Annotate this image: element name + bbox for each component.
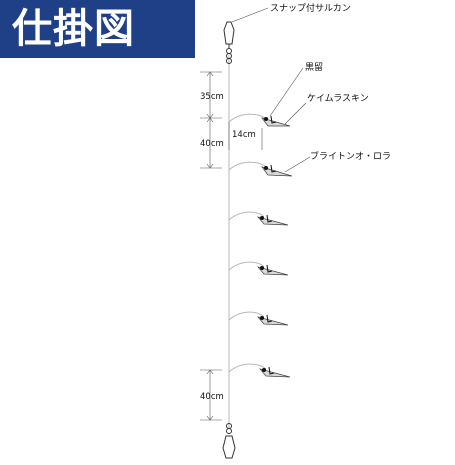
swivel-label: スナップ付サルカン <box>270 3 351 14</box>
top-spacing-label: 35cm <box>200 92 224 102</box>
lure-label: ブライトンオ・ロラ <box>310 150 391 162</box>
top-spacing-dimension <box>200 71 222 119</box>
branch-length-dimension <box>228 122 263 150</box>
hook-spacing-dimension <box>200 117 222 169</box>
snap-swivel-bottom <box>222 423 236 459</box>
branch-3 <box>228 211 289 226</box>
bead-leader-line <box>269 67 304 117</box>
skin-label: ケイムラスキン <box>307 93 369 104</box>
skin-leader-line <box>284 102 307 125</box>
bottom-spacing-dimension <box>200 369 222 421</box>
bottom-spacing-label: 40cm <box>200 392 224 402</box>
page-title: 仕掛図 <box>12 6 135 52</box>
branch-length-label: 14cm <box>232 130 256 140</box>
swivel-leader-line <box>231 7 269 23</box>
hook-spacing-label: 40cm <box>200 139 224 149</box>
lure-leader-line <box>284 156 311 173</box>
snap-swivel-top <box>223 21 235 64</box>
title-banner: 仕掛図 <box>0 0 195 58</box>
branch-2 <box>228 161 293 177</box>
branch-4 <box>228 261 289 276</box>
bead-label: 黒留 <box>305 61 323 73</box>
branch-1 <box>228 113 291 127</box>
branch-6 <box>228 363 291 378</box>
branch-5 <box>228 311 289 326</box>
